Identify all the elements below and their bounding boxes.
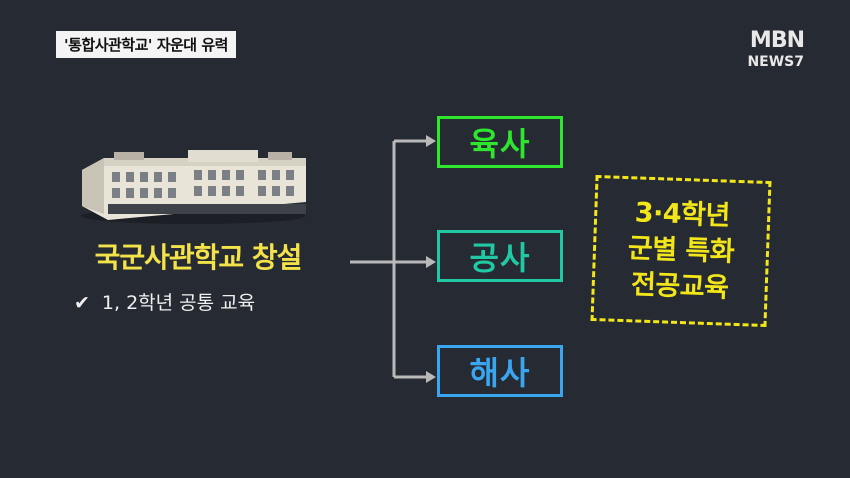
specialization-note: 3·4학년 군별 특화 전공교육 bbox=[590, 174, 772, 328]
news-caption: '통합사관학교' 자운대 유력 bbox=[56, 31, 236, 58]
arrow-army bbox=[426, 135, 436, 147]
arrow-navy bbox=[426, 371, 436, 383]
logo-brand: MBN bbox=[749, 28, 805, 53]
subtitle-row: ✔ 1, 2학년 공통 교육 bbox=[74, 288, 255, 315]
logo-program: NEWS7 bbox=[747, 54, 804, 70]
note-line-1: 3·4학년 bbox=[634, 197, 731, 232]
branch-box-army: 육사 bbox=[437, 116, 563, 168]
broadcaster-logo: MBN NEWS7 bbox=[747, 28, 805, 71]
branch-box-navy: 해사 bbox=[437, 345, 563, 397]
note-line-2: 군별 특화 bbox=[627, 233, 735, 268]
note-line-3: 전공교육 bbox=[630, 269, 729, 304]
branch-box-airforce: 공사 bbox=[437, 230, 563, 282]
check-icon: ✔ bbox=[74, 292, 90, 314]
subtitle-text: 1, 2학년 공통 교육 bbox=[101, 292, 256, 314]
arrow-air bbox=[426, 256, 436, 268]
building-illustration bbox=[81, 150, 306, 224]
main-title: 국군사관학교 창설 bbox=[94, 241, 303, 274]
